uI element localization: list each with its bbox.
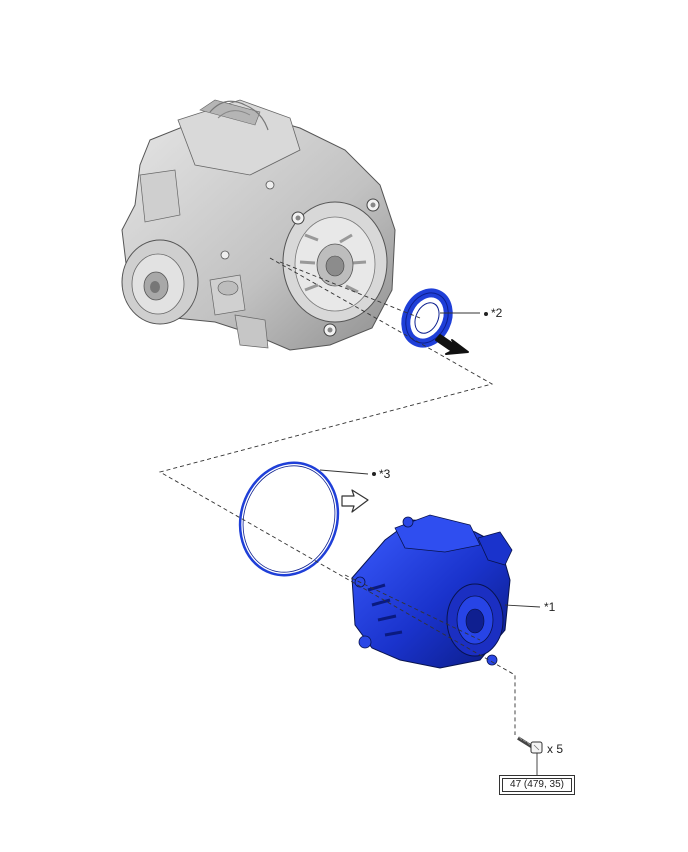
torque-spec-box: 47 (479, 35) (499, 775, 575, 795)
bolt-count-label: x 5 (547, 742, 564, 756)
housing-bolts (220, 180, 380, 337)
o-ring (238, 461, 340, 577)
install-direction-arrow (435, 334, 469, 355)
pulley (121, 239, 199, 325)
torque-spec-value: 47 (479, 35) (502, 778, 572, 792)
bolt (517, 736, 543, 754)
motor-callout: *1 (544, 600, 556, 614)
leader-lines (319, 312, 541, 775)
mating-face (282, 201, 388, 323)
o-ring-direction-arrow (341, 489, 369, 513)
new-part-bullet-2 (484, 312, 488, 316)
oil-seal-callout: *2 (491, 306, 503, 320)
motor-assembly (351, 514, 513, 669)
oil-seal (401, 288, 453, 348)
o-ring-callout: *3 (379, 467, 391, 481)
alignment-lines (158, 257, 516, 735)
new-part-bullet-3 (372, 472, 376, 476)
transaxle-assembly (121, 99, 396, 351)
